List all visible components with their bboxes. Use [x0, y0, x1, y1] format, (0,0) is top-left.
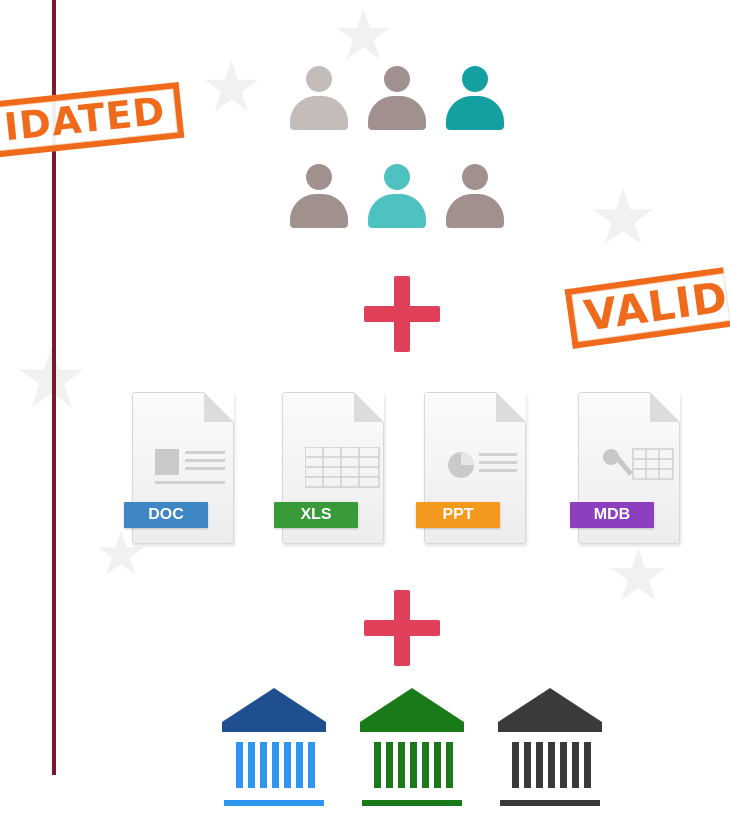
file-type-label: PPT [416, 502, 500, 528]
file-type-label: MDB [570, 502, 654, 528]
left-rule [52, 0, 56, 775]
ppt-file-icon: PPT [416, 392, 528, 544]
background-star-icon: ★ [606, 536, 671, 616]
person-icon [286, 66, 350, 132]
mdb-file-icon: MDB [570, 392, 682, 544]
background-star-icon: ★ [332, 0, 395, 74]
background-star-icon: ★ [200, 48, 263, 126]
file-type-label: DOC [124, 502, 208, 528]
xls-file-icon: XLS [274, 392, 386, 544]
valid-stamp: VALID [564, 267, 730, 349]
file-type-label: XLS [274, 502, 358, 528]
institution-icon [360, 688, 464, 806]
person-icon [442, 66, 506, 132]
person-icon [286, 164, 350, 230]
background-star-icon: ★ [588, 173, 658, 261]
person-icon [364, 66, 428, 132]
institution-icon [498, 688, 602, 806]
person-icon [442, 164, 506, 230]
background-star-icon: ★ [14, 331, 90, 425]
validated-stamp: IDATED [0, 82, 184, 158]
person-icon [364, 164, 428, 230]
doc-file-icon: DOC [124, 392, 236, 544]
plus-icon [364, 276, 440, 352]
institution-icon [222, 688, 326, 806]
plus-icon [364, 590, 440, 666]
